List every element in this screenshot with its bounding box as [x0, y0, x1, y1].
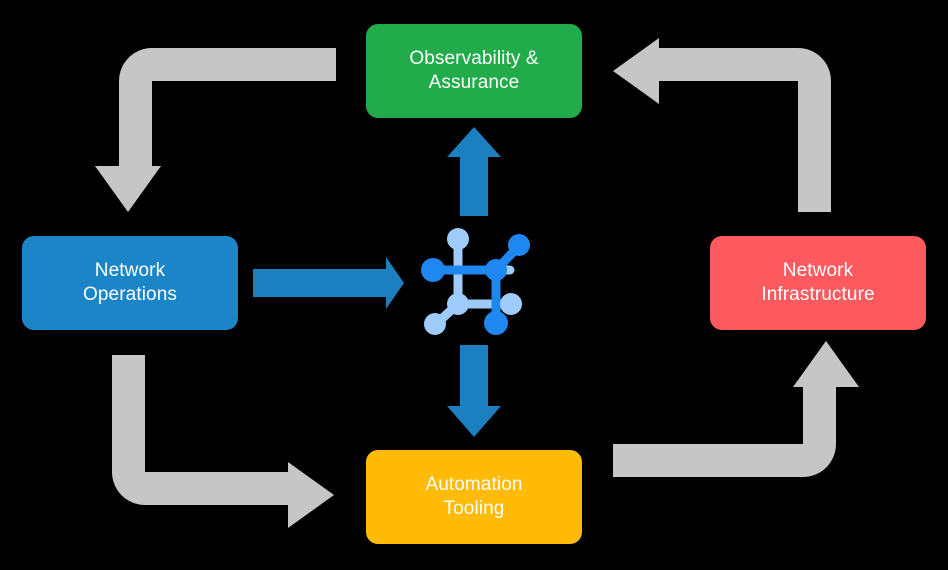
- network-icon-strong-nodes: [421, 234, 530, 335]
- gray-arrow-operations-to-automation: [112, 355, 334, 528]
- gray-arrow-automation-to-infrastructure: [613, 341, 859, 477]
- box-observability-assurance[interactable]: Observability & Assurance: [366, 24, 582, 118]
- box-operations-label: Network Operations: [83, 259, 177, 305]
- gray-arrow-infrastructure-to-observability: [613, 38, 831, 212]
- gray-arrow-observability-to-operations: [95, 48, 336, 212]
- box-infrastructure-label: Network Infrastructure: [761, 259, 875, 305]
- blue-arrow-operations-to-center: [253, 257, 404, 309]
- box-automation-label: Automation Tooling: [425, 473, 523, 519]
- network-topology-icon: [421, 228, 530, 335]
- box-network-infrastructure[interactable]: Network Infrastructure: [710, 236, 926, 330]
- blue-arrow-center-to-automation: [447, 345, 501, 437]
- box-automation-tooling[interactable]: Automation Tooling: [366, 450, 582, 544]
- box-observability-label: Observability & Assurance: [409, 47, 539, 93]
- box-network-operations[interactable]: Network Operations: [22, 236, 238, 330]
- network-icon-light-nodes: [424, 228, 522, 335]
- blue-arrow-center-to-observability: [447, 127, 501, 216]
